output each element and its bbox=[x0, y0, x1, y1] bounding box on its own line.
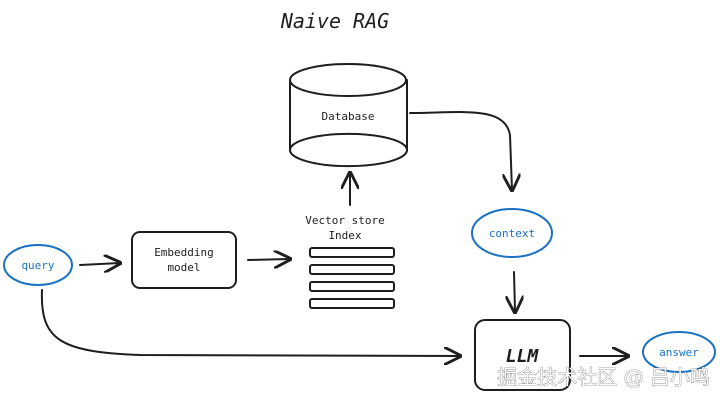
query-node: query bbox=[3, 244, 73, 286]
vector-store-label: Vector store bbox=[305, 214, 384, 227]
answer-label: answer bbox=[659, 346, 699, 359]
embedding-label: Embedding bbox=[154, 246, 214, 259]
context-label: context bbox=[489, 227, 535, 240]
model-label: model bbox=[167, 261, 200, 274]
diagram-title: Naive RAG bbox=[280, 9, 389, 33]
llm-label: LLM bbox=[506, 346, 540, 367]
query-label: query bbox=[21, 259, 54, 272]
database-to-context-arrow bbox=[409, 111, 512, 190]
answer-node: answer bbox=[642, 331, 716, 373]
database-label: Database bbox=[322, 110, 375, 123]
query-to-embedding-arrow bbox=[79, 263, 120, 265]
embedding-model-box: Embedding model bbox=[131, 231, 237, 289]
context-node: context bbox=[471, 208, 553, 258]
database-cylinder: Database bbox=[289, 63, 408, 168]
query-to-llm-arrow bbox=[40, 289, 460, 356]
context-to-llm-arrow bbox=[514, 271, 515, 312]
watermark-text: 掘金技术社区 @ 吕小鸣 bbox=[497, 365, 710, 389]
embedding-to-vector-arrow bbox=[247, 259, 290, 260]
vector-index-label: Index bbox=[328, 229, 361, 242]
llm-box: LLM bbox=[474, 319, 571, 391]
vector-store-index bbox=[309, 247, 395, 309]
